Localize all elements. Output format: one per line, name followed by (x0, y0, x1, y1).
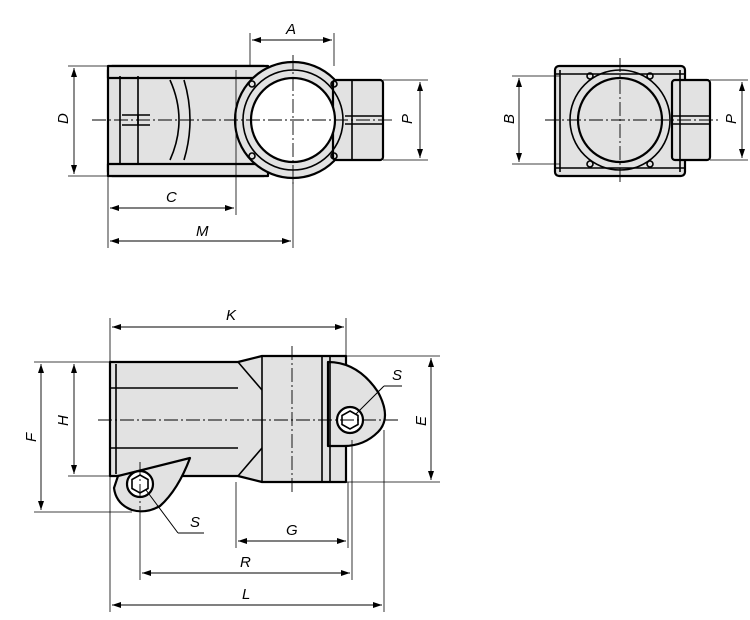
label-C: C (166, 189, 177, 206)
label-E: E (413, 415, 430, 426)
side-view: B P (501, 58, 748, 182)
label-P-top: P (399, 114, 416, 124)
front-view-upper-lug (326, 360, 387, 448)
front-view: K F H S S E G R (23, 307, 440, 612)
label-L: L (242, 586, 250, 603)
label-R: R (240, 554, 251, 571)
label-F: F (23, 432, 40, 442)
top-view-collar (106, 64, 270, 80)
label-B: B (501, 114, 518, 124)
label-S-lower: S (190, 514, 200, 531)
label-D: D (55, 113, 72, 124)
front-view-body (108, 354, 348, 484)
label-M: M (196, 223, 209, 240)
top-view-collar-bottom (106, 162, 270, 178)
label-P-side: P (723, 114, 740, 124)
label-H: H (55, 415, 72, 426)
label-G: G (286, 522, 298, 539)
label-K: K (226, 307, 237, 324)
label-A: A (285, 21, 296, 38)
label-S-upper: S (392, 367, 402, 384)
top-view: A D P C M (55, 21, 428, 248)
